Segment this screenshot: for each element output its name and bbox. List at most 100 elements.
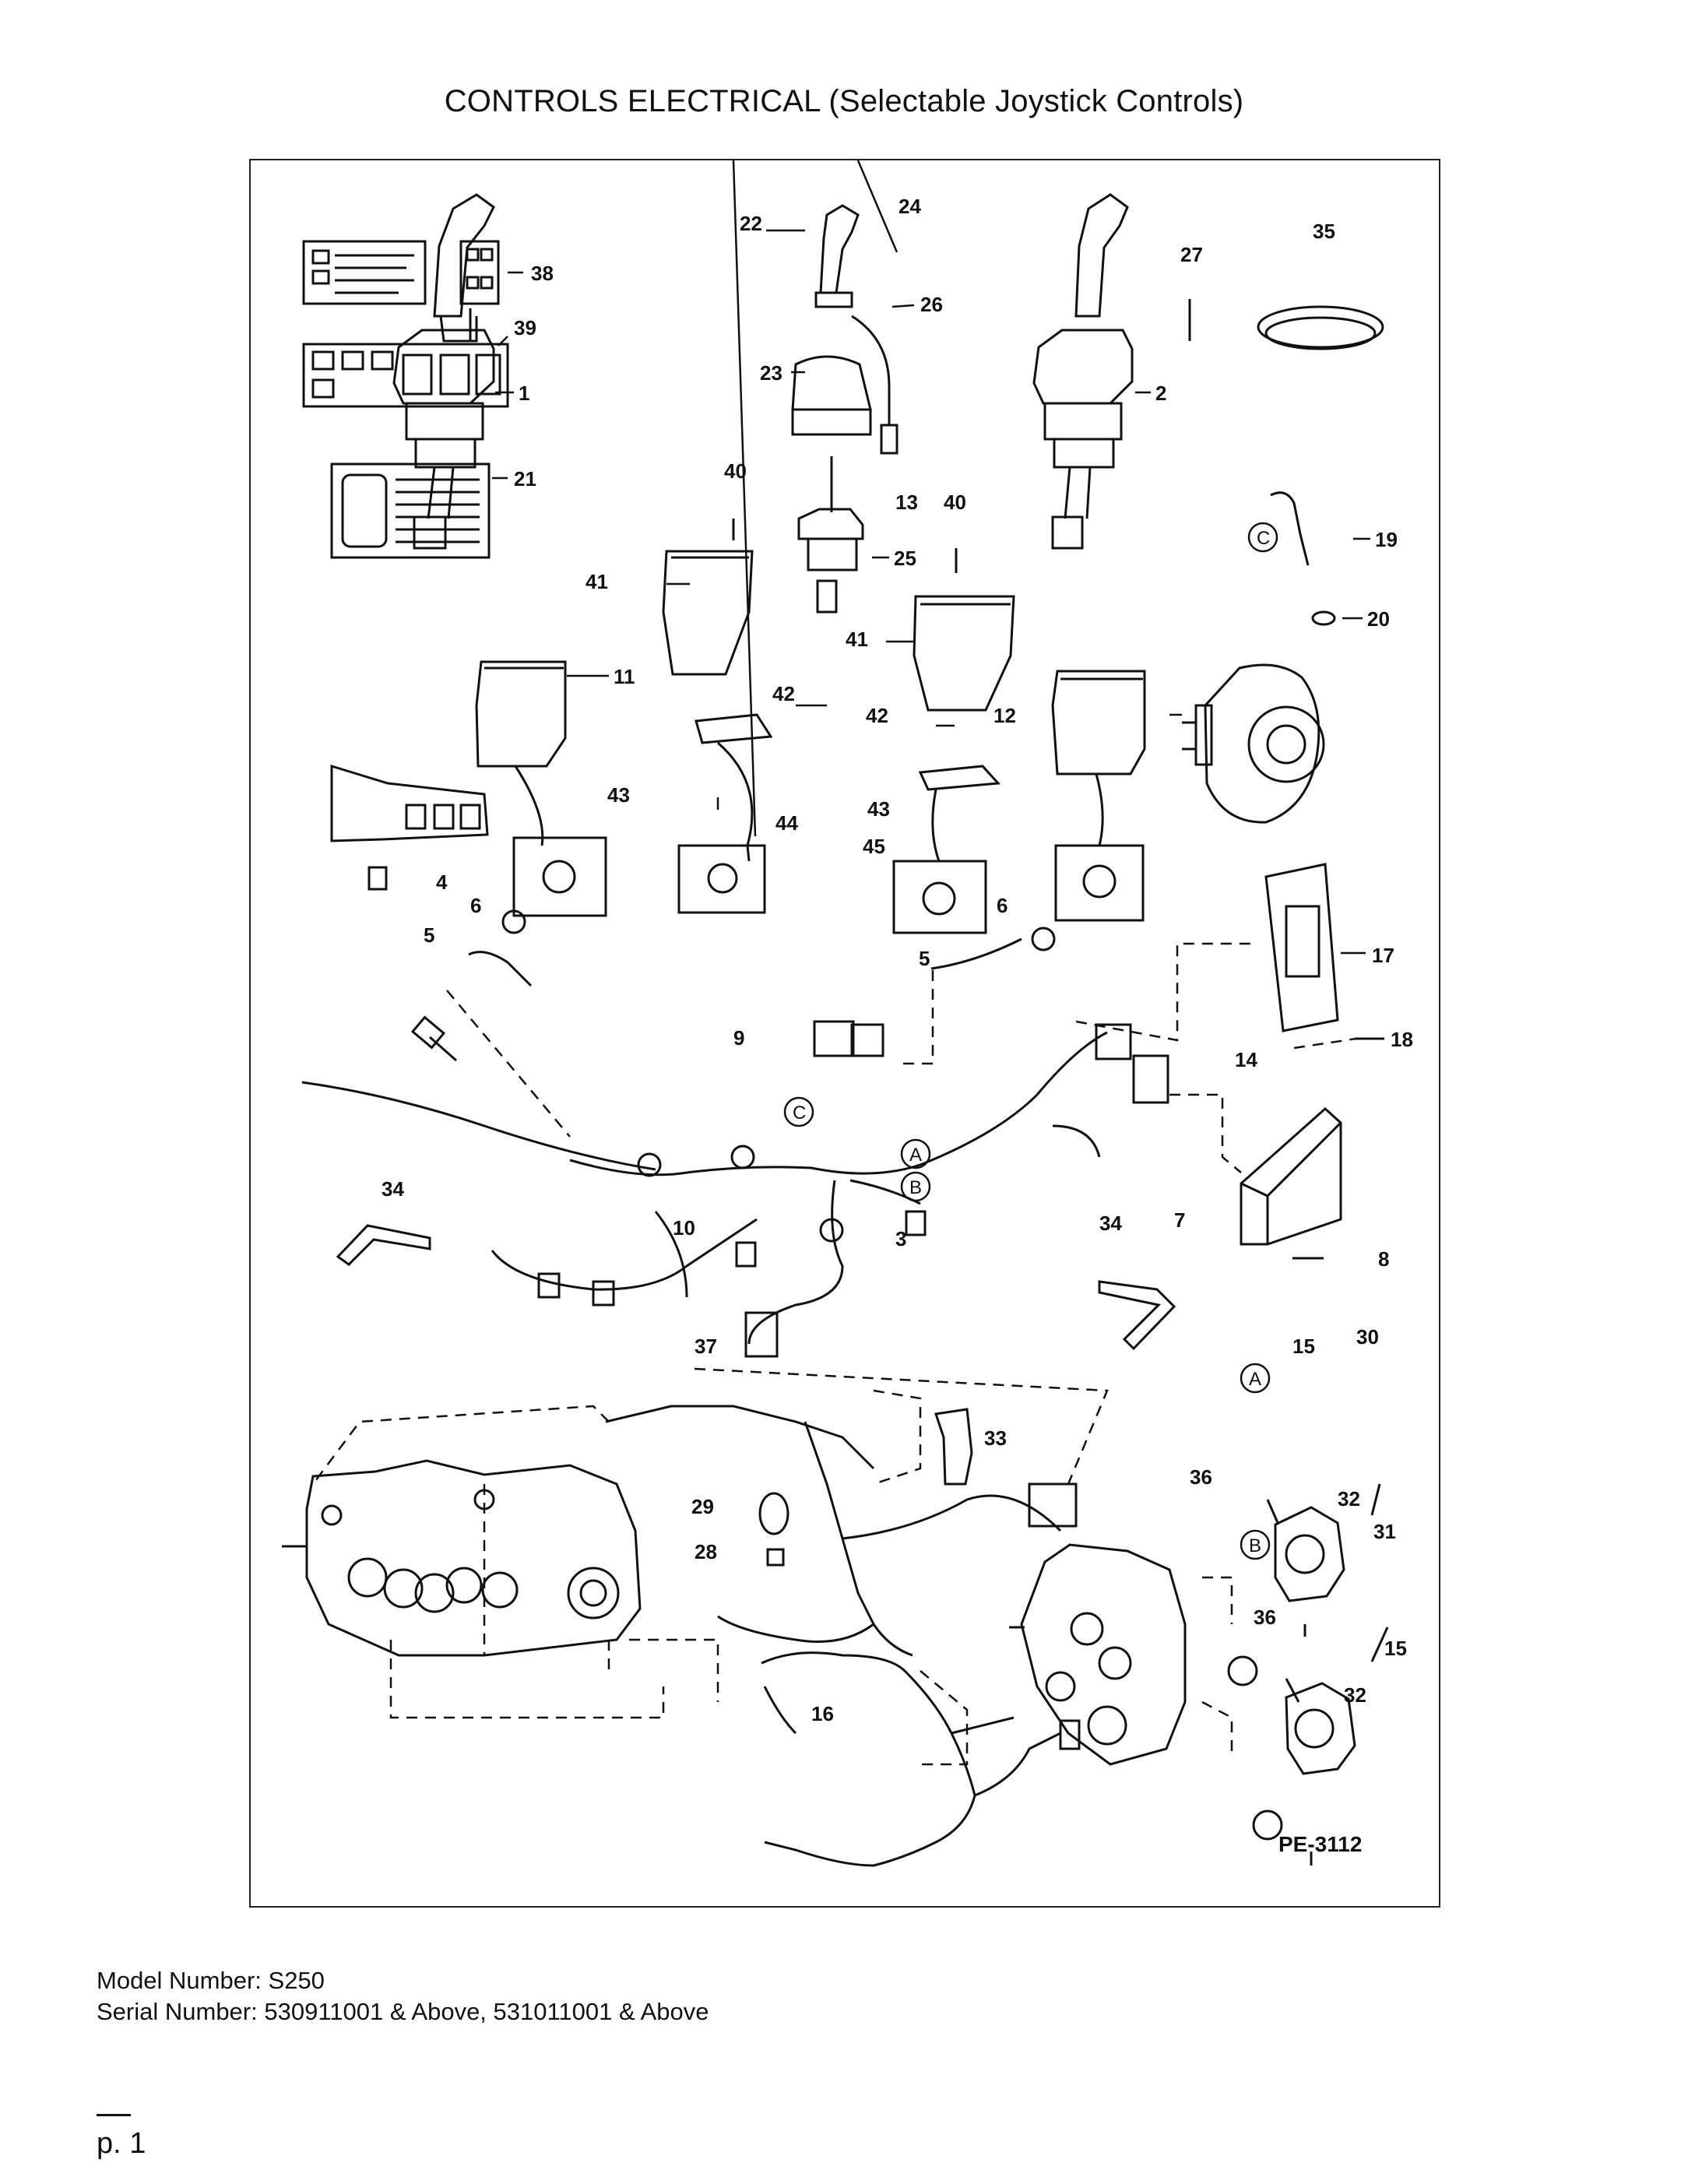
arm-11-post [512,765,607,917]
motor [1182,663,1325,824]
decal-38 [302,240,500,305]
joystick-22 [814,204,860,308]
callout-31: 31 [1373,1520,1396,1543]
console-41-right [913,595,1015,712]
clamp-29 [758,1492,789,1535]
callout-17: 17 [1372,944,1394,967]
grommet-6-left [501,909,526,934]
wire-5-right [930,937,1022,970]
callout-25: 25 [894,547,916,570]
wrench-34-left [336,1224,431,1266]
circle-a-low [1240,1363,1271,1394]
connector-a-wire [1266,1499,1280,1525]
callout-15-lower: 15 [1384,1637,1407,1660]
joystick-2 [1032,193,1134,550]
callout-21: 21 [514,467,536,491]
grommet-6-right [1031,927,1056,951]
callout-23: 23 [760,361,782,385]
joystick-1 [392,193,495,550]
callout-42-left: 42 [772,682,795,705]
callout-18: 18 [1391,1028,1413,1051]
harness-37 [605,1405,1078,1657]
sensor [410,1015,446,1050]
circle-c-mid [783,1096,814,1127]
callout-24: 24 [899,195,921,218]
label-b-low: B [1249,1535,1261,1556]
callout-44: 44 [775,811,798,835]
callout-19: 19 [1375,528,1398,551]
callout-5-left: 5 [424,923,434,947]
hydraulic-block-left [282,1459,642,1657]
console-11 [475,660,567,768]
panel-4 [330,764,489,891]
callout-7: 7 [1174,1208,1185,1232]
harness-16 [761,1651,1081,1867]
page-number: p. 1 [97,2127,146,2160]
callout-32-upper: 32 [1338,1487,1360,1511]
callout-40-left: 40 [724,459,747,483]
circle-a-mid [900,1138,931,1169]
callout-2: 2 [1155,382,1166,405]
callout-6-right: 6 [997,894,1008,917]
callout-41-left: 41 [586,570,608,593]
sensor-wire [429,1036,457,1062]
callout-33: 33 [984,1426,1007,1450]
clamp-10b [730,1145,755,1169]
callout-43-right: 43 [867,797,890,821]
callout-34-right: 34 [1099,1212,1122,1235]
callout-11: 11 [614,665,635,688]
callout-35: 35 [1313,220,1335,243]
clamp-10a [637,1152,662,1177]
callout-30: 30 [1356,1325,1379,1349]
callout-36-lower: 36 [1254,1605,1276,1629]
arm-12-post [1054,773,1145,922]
circle-b-low [1240,1529,1271,1560]
solenoid-15-upper [1274,1506,1345,1602]
label-c-top: C [1257,528,1270,549]
screw-31 [1370,1627,1389,1662]
callout-39: 39 [514,316,536,339]
wire-13 [851,315,891,425]
model-number: Model Number: S250 [97,1967,325,1994]
decal-21 [330,462,491,559]
hydraulic-block-right [1009,1543,1187,1766]
washer-36-upper [1227,1655,1258,1686]
serial-number: Serial Number: 530911001 & Above, 531011… [97,1998,709,2025]
label-c-mid: C [793,1103,806,1124]
circle-b-mid [900,1171,931,1202]
bracket-33 [934,1408,973,1486]
controller-7 [1240,1106,1342,1246]
solenoid-15-lower [1285,1682,1356,1775]
footer-rule [97,2114,131,2116]
callout-10: 10 [673,1216,695,1240]
callout-32-lower: 32 [1344,1683,1366,1707]
callout-28: 28 [695,1540,717,1563]
connector-13 [880,424,899,455]
callout-16: 16 [811,1702,834,1725]
callout-15-upper: 15 [1292,1335,1315,1358]
wire-5-left [468,951,533,987]
callout-29: 29 [691,1495,714,1518]
callout-41-right: 41 [846,628,868,651]
screw-30 [1370,1483,1381,1516]
module-17 [1264,863,1339,1032]
connector-ext-a [537,1272,561,1299]
callout-26: 26 [920,293,943,316]
o-ring-20 [1311,610,1336,626]
callout-42-right: 42 [866,704,888,727]
callout-14: 14 [1235,1048,1257,1071]
harness-9 [301,1020,1169,1358]
callout-4: 4 [436,870,448,894]
console-41-left [662,550,754,676]
wire-19 [1270,491,1310,566]
connector-ext-b [592,1280,615,1307]
circle-c-top [1247,522,1278,553]
callout-8: 8 [1378,1247,1389,1271]
arm-45 [892,765,1001,934]
callout-45: 45 [863,835,885,858]
label-b-mid: B [909,1177,922,1198]
harness-ext [491,1218,758,1291]
page-title: CONTROLS ELECTRICAL (Selectable Joystick… [444,84,1244,118]
washer-36-lower [1252,1809,1283,1841]
hose-35 [1257,305,1384,350]
